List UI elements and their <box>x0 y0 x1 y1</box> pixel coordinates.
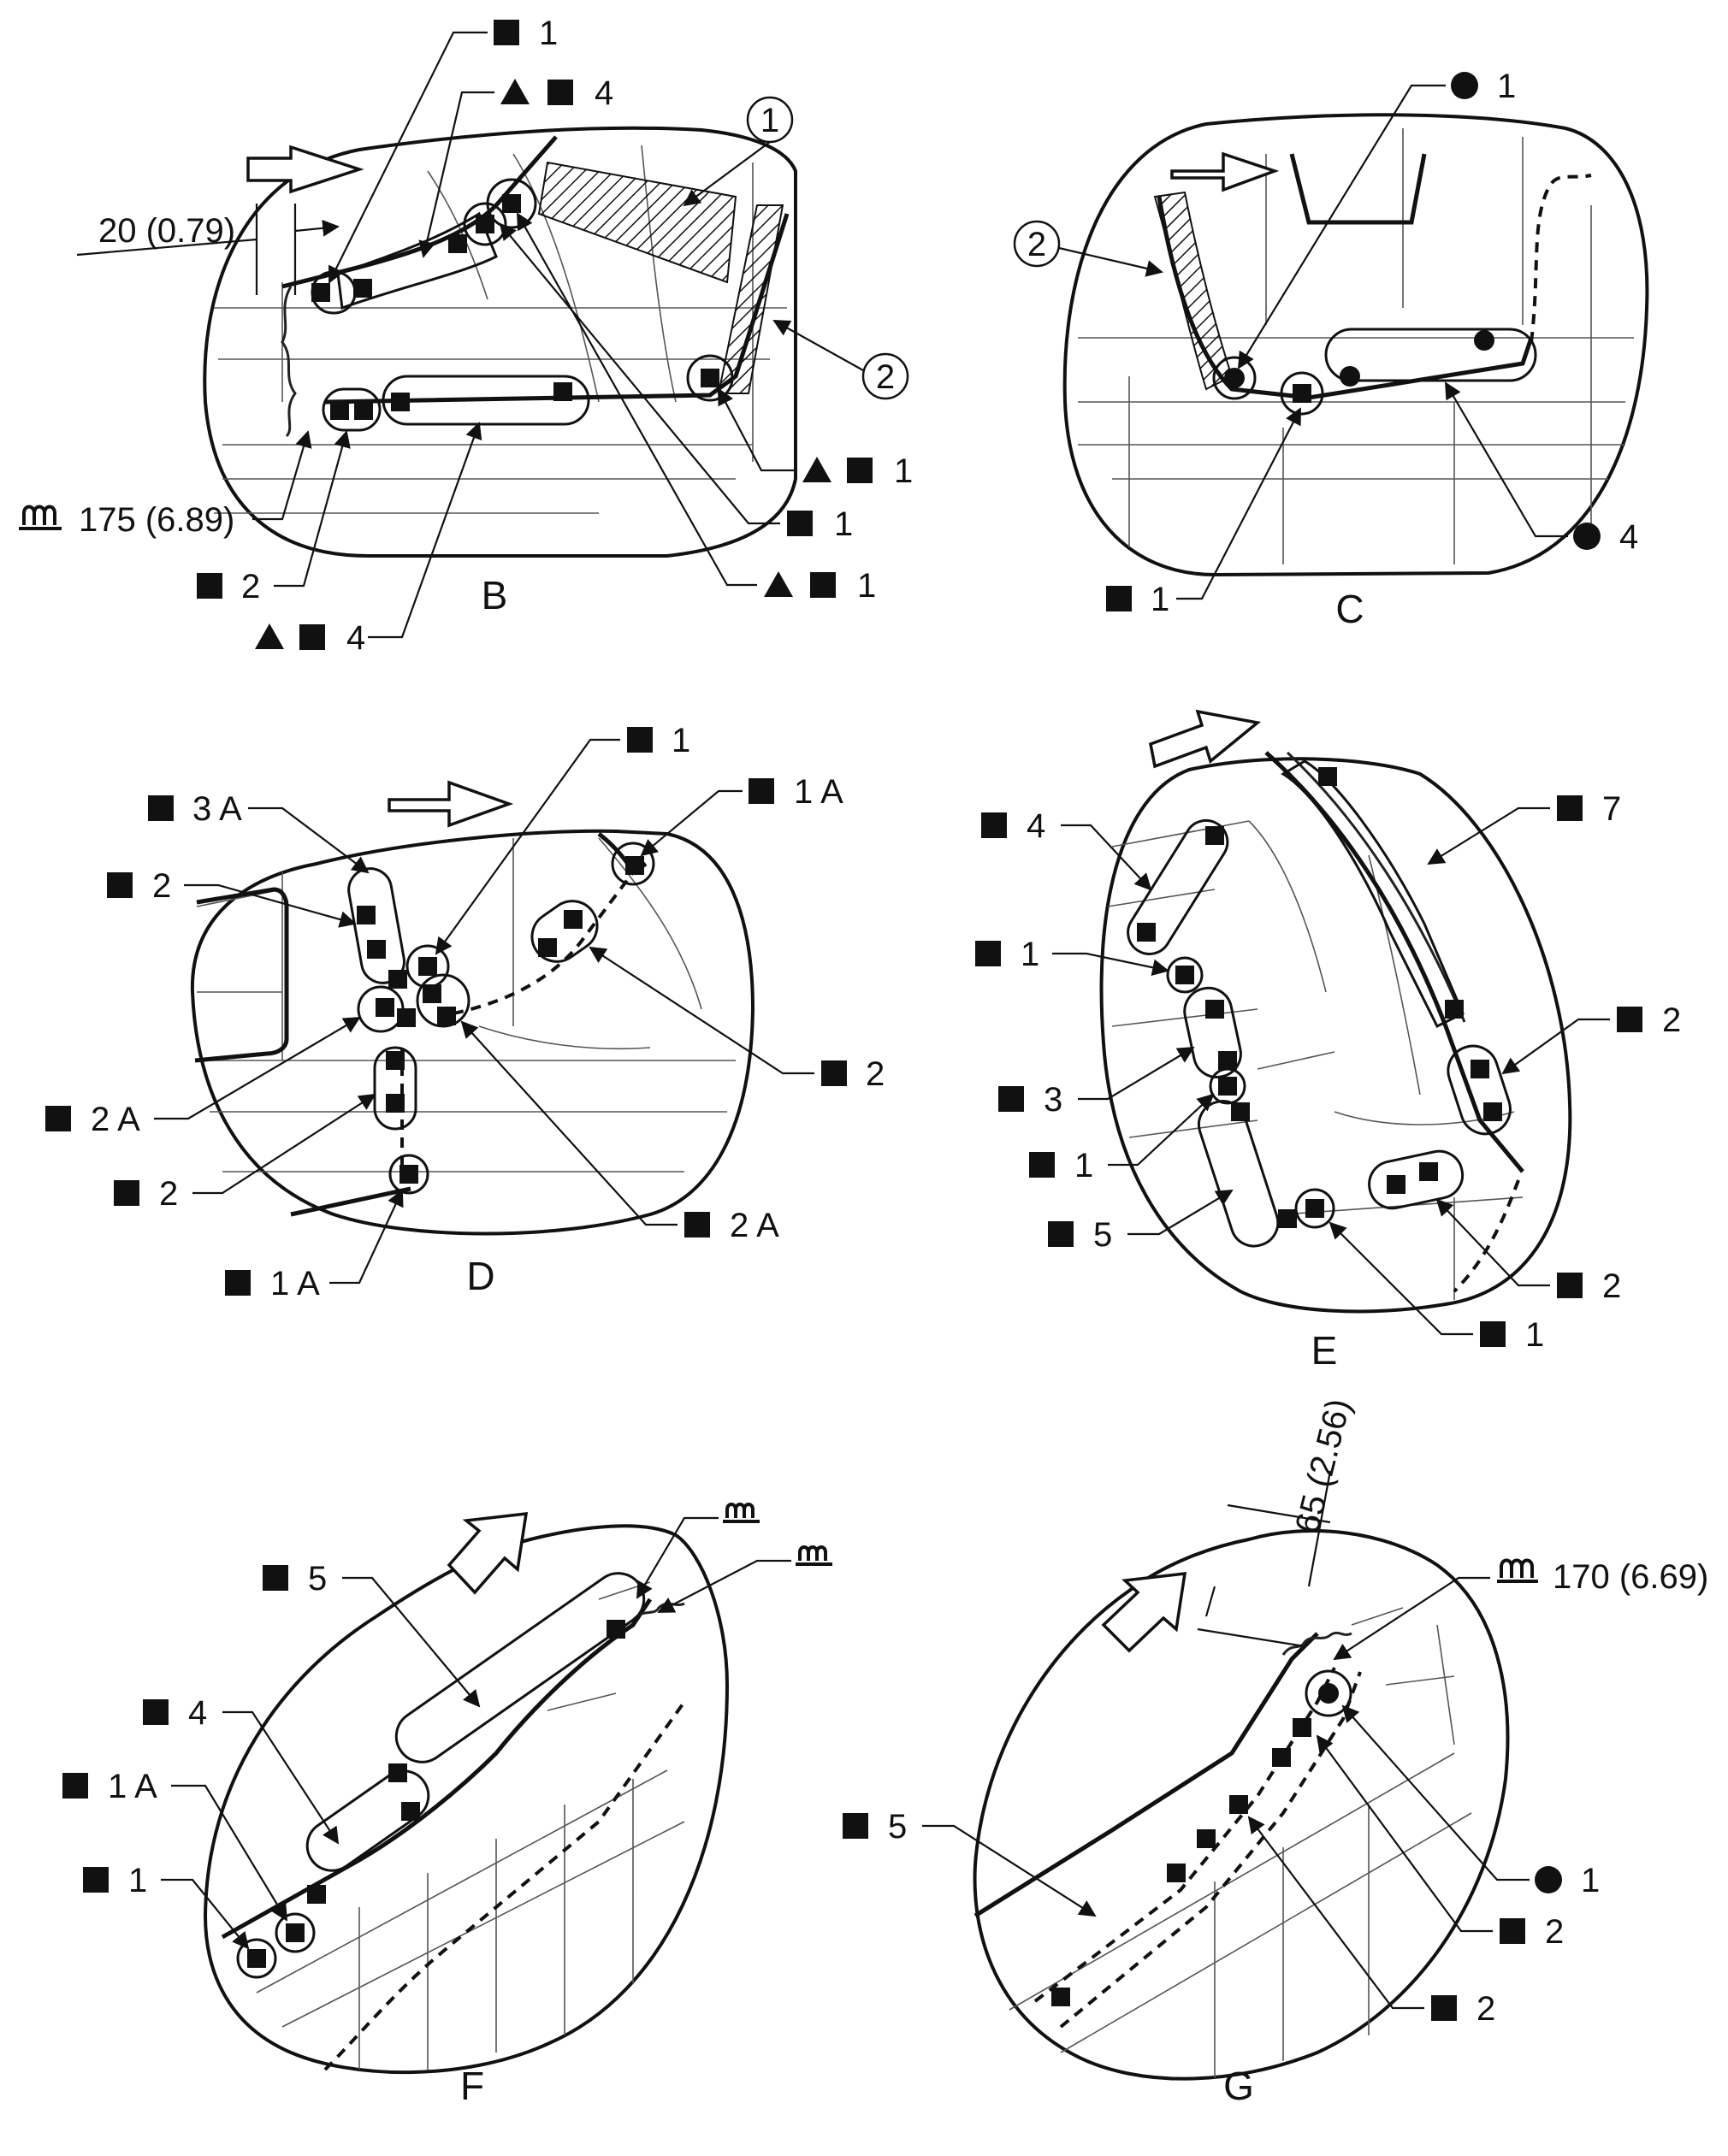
panel-e-label-7: 7 <box>1602 790 1621 828</box>
panel-b: 20 (0.79) 1 2 1 4 1 1 1 4 2 <box>19 15 913 657</box>
panel-f-weld-symbol-icon <box>725 1503 755 1518</box>
panel-d-label-1a-bottom: 1 A <box>270 1265 320 1302</box>
panel-b-label-top-1: 1 <box>539 15 558 52</box>
panel-d-letter: D <box>466 1254 494 1298</box>
panel-g-label-5: 5 <box>888 1808 907 1846</box>
panel-c-letter: C <box>1335 587 1364 631</box>
panel-e-label-2-upper: 2 <box>1662 1001 1681 1039</box>
panel-d-label-2a-left: 2 A <box>91 1101 140 1138</box>
panel-f-weld-symbol-icon-2 <box>798 1545 827 1561</box>
panel-g-panel-edge <box>973 1632 1319 1918</box>
panel-e-direction-arrow <box>1149 709 1262 769</box>
panel-c: 2 1 4 1 C <box>1013 68 1649 631</box>
panel-c-weld-spots <box>1224 330 1494 403</box>
panel-b-label-right-1a: 1 <box>894 452 913 490</box>
panel-f-structure-lines <box>256 1581 685 2070</box>
panel-b-label-top-4: 4 <box>595 74 613 112</box>
panel-e-label-4: 4 <box>1027 807 1045 845</box>
panel-g-label-2-lower: 2 <box>1476 1990 1495 2028</box>
panel-e-view <box>1099 757 1572 1314</box>
panel-e-panel-edge <box>1264 751 1524 1173</box>
panel-c-direction-arrow <box>1170 151 1280 192</box>
panel-d-label-2-lower: 2 <box>159 1175 178 1213</box>
panel-g-direction-arrow <box>1101 1572 1187 1653</box>
panel-f-hidden-seam <box>323 1700 686 2071</box>
panel-f-panel-edge <box>221 1598 653 1940</box>
panel-b-callout-2: 2 <box>876 358 895 396</box>
panel-d-label-3a: 3 A <box>192 790 242 828</box>
panel-g-dimension: 65 (2.56) <box>1288 1395 1358 1537</box>
panel-b-callout-2-leader <box>772 320 864 371</box>
panel-c-weld-groups <box>1212 328 1537 416</box>
panel-c-callout-2-circle <box>1013 220 1061 268</box>
panel-d-structure-lines <box>196 837 736 1173</box>
panel-d-label-1: 1 <box>672 722 690 759</box>
panel-b-weld-bead <box>281 286 297 438</box>
panel-e-flange <box>1286 751 1466 1023</box>
panel-b-dimension-lines <box>76 204 338 295</box>
panel-g-structure-lines <box>1009 1607 1472 2078</box>
panel-c-callout-2: 2 <box>1027 226 1046 263</box>
panel-g-weld-groups <box>1305 1669 1352 1717</box>
panel-e-label-1-bottom: 1 <box>1525 1316 1544 1354</box>
panel-c-structure-lines <box>1078 128 1634 564</box>
panel-e-label-5: 5 <box>1093 1216 1112 1254</box>
panel-d: 1 1 A 3 A 2 2 2 A 2 2 A 1 A D <box>45 722 885 1302</box>
panel-g-weld-symbol-icon <box>1500 1558 1534 1578</box>
panel-b-label-right-1b: 1 <box>834 505 853 543</box>
panel-f-view <box>203 1524 730 2075</box>
panel-c-view <box>1062 113 1649 577</box>
panel-d-label-2a-right: 2 A <box>730 1207 779 1244</box>
panel-e-label-1-middle: 1 <box>1074 1147 1093 1184</box>
panel-g: 65 (2.56) 170 (6.69) 5 1 2 2 G <box>843 1395 1708 2108</box>
panel-c-callout-2-leader <box>1058 246 1163 277</box>
panel-b-weld-length: 175 (6.89) <box>79 501 234 539</box>
panel-e-letter: E <box>1311 1328 1338 1373</box>
panel-d-direction-arrow <box>388 780 514 828</box>
panel-c-hidden-seam <box>1530 174 1592 343</box>
panel-e-label-3: 3 <box>1044 1081 1062 1119</box>
panel-b-hatched-seam-2 <box>717 204 784 394</box>
panel-c-roof-bracket <box>1289 153 1427 225</box>
panel-f: 5 4 1 A 1 F <box>62 1503 832 2108</box>
panel-g-dimension-lines <box>1197 1470 1332 1648</box>
panel-b-weld-symbol-icon <box>22 505 56 525</box>
panel-g-label-2-upper: 2 <box>1545 1913 1564 1951</box>
panel-b-callout-2-circle <box>861 352 909 400</box>
panel-d-label-2-left: 2 <box>152 867 171 905</box>
panel-e-label-1-upper: 1 <box>1021 936 1039 973</box>
panel-e-hidden-seam <box>1453 1179 1520 1293</box>
panel-g-weld-length: 170 (6.69) <box>1553 1558 1708 1596</box>
panel-b-dimension: 20 (0.79) <box>98 212 235 250</box>
panel-g-letter: G <box>1223 2064 1254 2108</box>
panel-g-weld-spots <box>1051 1683 1339 2006</box>
panel-b-callout-1-leader <box>683 141 771 207</box>
panel-f-label-1a: 1 A <box>108 1768 157 1805</box>
panel-b-direction-arrow <box>246 145 364 194</box>
panel-b-callout-1: 1 <box>760 102 779 139</box>
panel-f-letter: F <box>460 2064 484 2108</box>
panel-c-label-1-top: 1 <box>1497 68 1516 105</box>
panel-c-panel-edge <box>1157 196 1534 400</box>
panel-f-label-4: 4 <box>188 1694 207 1732</box>
panel-e-label-2-lower: 2 <box>1602 1267 1621 1305</box>
panel-b-label-right-1c: 1 <box>857 567 876 605</box>
panel-d-label-1a-top: 1 A <box>794 773 843 811</box>
panel-e: 7 4 1 2 3 1 5 2 1 E <box>975 709 1681 1373</box>
panel-d-label-2-right: 2 <box>866 1055 885 1093</box>
panel-f-label-1: 1 <box>128 1862 147 1899</box>
panel-b-letter: B <box>482 573 508 617</box>
panel-b-label-2: 2 <box>241 568 260 605</box>
panel-b-label-bottom-4: 4 <box>346 619 365 657</box>
panel-c-label-1-bottom: 1 <box>1151 581 1169 618</box>
panel-d-window-frame <box>194 887 289 1063</box>
panel-g-label-1: 1 <box>1581 1862 1600 1899</box>
panel-f-direction-arrow <box>447 1512 529 1595</box>
panel-g-weld-bead <box>1281 1631 1352 1656</box>
panel-f-label-5: 5 <box>308 1560 327 1598</box>
panel-c-label-4: 4 <box>1619 518 1638 556</box>
panel-e-weld-groups <box>1127 759 1512 1248</box>
